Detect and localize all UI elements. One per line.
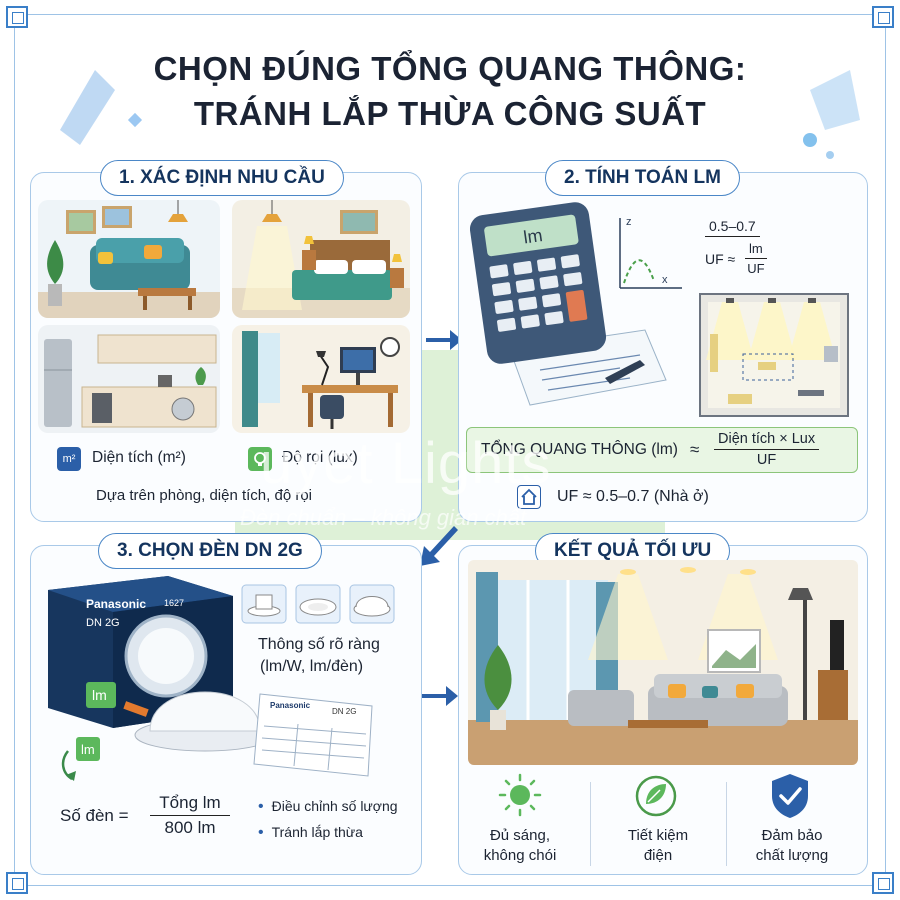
leaf-plug-icon — [635, 775, 677, 817]
bullet-avoid-excess: Tránh lắp thừa — [258, 824, 363, 842]
calculator-illustration: lm — [470, 202, 667, 406]
home-icon — [517, 485, 541, 509]
spec-sheet-illustration: Panasonic DN 2G — [253, 693, 373, 777]
downlight-variants-icons — [241, 584, 395, 624]
sun-icon — [498, 773, 542, 817]
result-label-bright: Đủ sáng, không chói — [483, 827, 557, 864]
lightbulb-icon — [248, 447, 272, 471]
frame-corner — [6, 6, 28, 28]
frame-corner — [872, 872, 894, 894]
area-icon: m² — [57, 447, 81, 471]
uf-note: UF ≈ 0.5–0.7 (Nhà ở) — [557, 488, 709, 505]
step1-note: Dựa trên phòng, diện tích, độ rọi — [96, 487, 313, 504]
page-title-line2: TRÁNH LẮP THỪA CÔNG SUẤT — [193, 95, 707, 132]
svg-text:DN 2G: DN 2G — [332, 707, 356, 716]
step2-title: 2. TÍNH TOÁN LM — [545, 160, 740, 196]
spec-line2: (lm/W, lm/đèn) — [260, 658, 364, 675]
result-label-save-energy: Tiết kiệm điện — [627, 827, 689, 864]
area-label: Diện tích (m²) — [92, 449, 186, 466]
decorative-shapes — [60, 70, 143, 145]
uf-range-top: 0.5–0.7 — [705, 218, 760, 237]
divider — [590, 782, 591, 866]
arrow-right-icon — [422, 686, 458, 706]
svg-text:lm: lm — [81, 742, 95, 757]
svg-text:DN 2G: DN 2G — [86, 617, 120, 629]
formula-box — [466, 427, 858, 473]
lm-badge-icon: lm — [61, 737, 100, 781]
office-illustration — [232, 325, 410, 433]
count-fraction: Tổng lm 800 lm — [150, 793, 230, 838]
result-label-quality: Đảm bảo chất lượng — [755, 827, 829, 864]
svg-text:Panasonic: Panasonic — [270, 701, 311, 710]
bullet-adjust-quantity: Điều chỉnh số lượng — [258, 798, 398, 816]
frame-corner — [872, 6, 894, 28]
watermark-slogan: Đèn chuẩn – không gian chất — [240, 505, 527, 530]
living-room-illustration — [38, 200, 220, 318]
formula-lhs: TỔNG QUANG THÔNG (lm) — [481, 441, 678, 458]
arrow-right-icon — [426, 330, 462, 350]
count-lhs: Số đèn = — [60, 806, 129, 825]
step3-title: 3. CHỌN ĐÈN DN 2G — [98, 533, 322, 569]
svg-text:z: z — [626, 216, 632, 228]
frame-corner — [6, 872, 28, 894]
step1-title: 1. XÁC ĐỊNH NHU CẦU — [100, 160, 344, 196]
arrow-down-left-icon — [420, 526, 458, 566]
svg-text:1627: 1627 — [164, 598, 184, 608]
formula-approx: ≈ — [690, 440, 700, 459]
bedroom-illustration — [232, 200, 410, 318]
uf-fraction: lm UF — [745, 241, 767, 276]
divider — [726, 782, 727, 866]
svg-text:lm: lm — [92, 687, 107, 703]
kitchen-illustration — [38, 325, 220, 433]
decorative-shapes — [803, 70, 860, 159]
svg-text:Panasonic: Panasonic — [86, 597, 146, 611]
shield-check-icon — [772, 774, 808, 818]
room-plan-illustration — [699, 293, 849, 417]
lux-label: Độ rọi (lux) — [282, 449, 358, 466]
graph-illustration: z x — [619, 216, 682, 289]
page-title-line1: CHỌN ĐÚNG TỔNG QUANG THÔNG: — [153, 50, 747, 87]
optimized-room-illustration — [468, 560, 858, 765]
page-frame — [14, 14, 886, 886]
downlight-illustration — [123, 691, 287, 752]
svg-text:x: x — [662, 274, 668, 286]
calculator-display: lm — [522, 225, 544, 247]
uf-lhs: UF ≈ — [705, 251, 736, 267]
formula-fraction: Diện tích × Lux UF — [714, 431, 820, 468]
watermark-brand: uyet Lights — [260, 431, 552, 496]
spec-line1: Thông số rõ ràng — [258, 636, 380, 653]
